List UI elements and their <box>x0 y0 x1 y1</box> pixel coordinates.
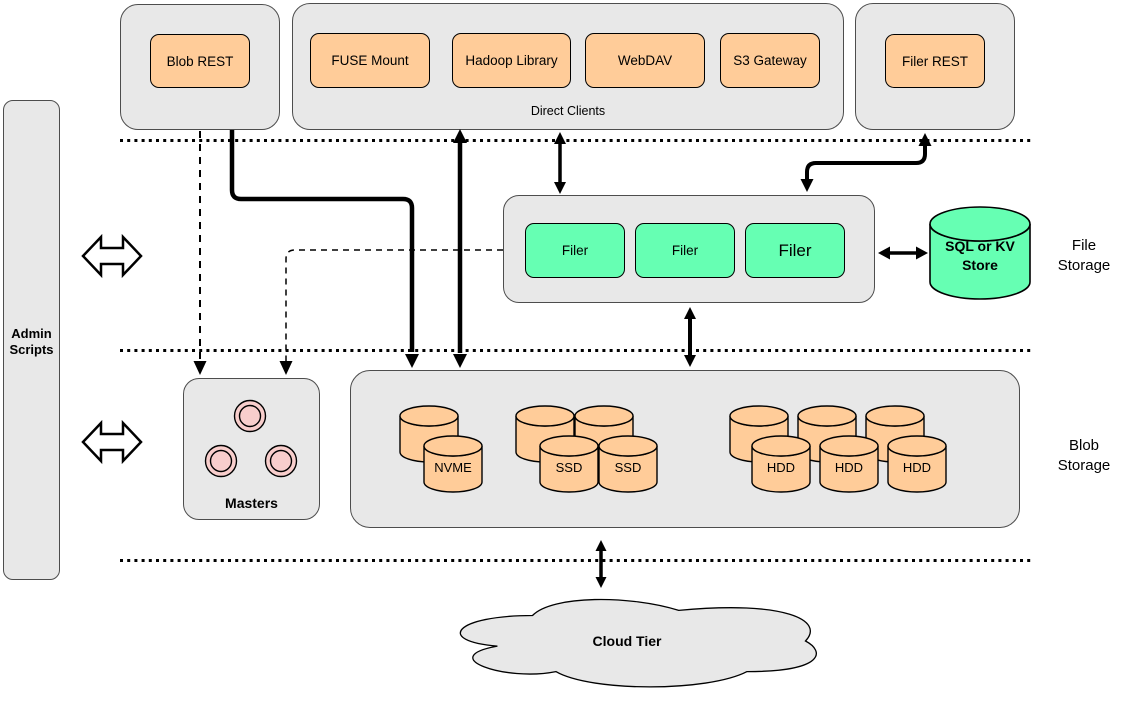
blobrest-blobstorage-arrow <box>229 130 419 368</box>
cloud-tier-label: Cloud Tier <box>592 633 662 649</box>
filer-store-arrow <box>878 246 928 260</box>
admin-scripts-panel <box>3 100 60 580</box>
ssd-disk-label-2: SSD <box>614 459 642 475</box>
blob-rest-node: Blob REST <box>150 34 250 88</box>
filer-node-1: Filer <box>525 223 625 278</box>
webdav-node: WebDAV <box>585 33 705 88</box>
clients-filestorage-arrow <box>554 132 566 194</box>
filer-node-2: Filer <box>635 223 735 278</box>
admin-scripts-label: Admin Scripts <box>9 326 54 357</box>
file-storage-layer-label: File Storage <box>1057 237 1111 274</box>
blobstorage-cloud-arrow <box>595 540 607 588</box>
filer-masters-dashed-arrow <box>279 249 503 375</box>
blobrest-masters-dashed-arrow <box>193 131 207 375</box>
ssd-disk-label-1: SSD <box>555 459 583 475</box>
fuse-mount-node: FUSE Mount <box>310 33 430 88</box>
filerrest-filestorage-arrow <box>800 133 932 192</box>
hdd-disk-label-3: HDD <box>902 459 932 475</box>
admin-blob-storage-arrow-icon <box>81 419 143 465</box>
admin-file-storage-arrow-icon <box>81 233 143 279</box>
hdd-disk-label-1: HDD <box>766 459 796 475</box>
filer-rest-node: Filer REST <box>885 34 985 88</box>
sql-kv-store-label: SQL or KV Store <box>945 238 1015 273</box>
hadoop-library-node: Hadoop Library <box>452 33 571 88</box>
s3-gateway-node: S3 Gateway <box>720 33 820 88</box>
clients-blobstorage-arrow <box>453 129 467 368</box>
nvme-disk-label: NVME <box>434 459 472 475</box>
direct-clients-caption: Direct Clients <box>530 103 606 118</box>
filestorage-blobstorage-arrow <box>684 307 696 367</box>
filer-node-3: Filer <box>745 223 845 278</box>
blob-storage-layer-label: Blob Storage <box>1057 437 1111 474</box>
hdd-disk-label-2: HDD <box>834 459 864 475</box>
masters-label: Masters <box>225 494 278 511</box>
blob-storage-container <box>350 370 1020 528</box>
